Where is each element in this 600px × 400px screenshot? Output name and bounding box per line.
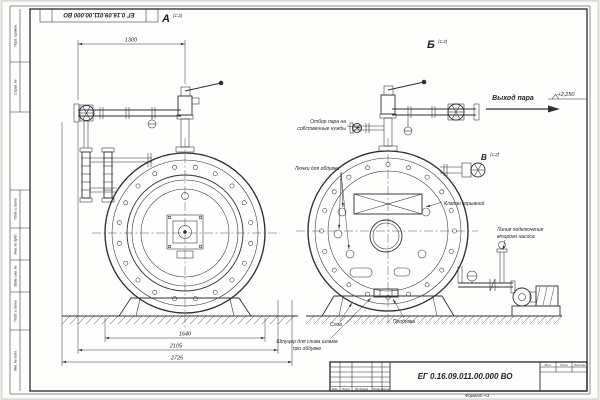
view-b-scale: (1:2) xyxy=(438,39,448,44)
tb-col-izm: Изм. xyxy=(332,387,339,391)
callout-sludge: при обдувке xyxy=(293,346,322,352)
stamp-doc-number-inverted: ЕГ 0.16.09.011.00.000 ВО xyxy=(63,11,134,17)
burner-plate xyxy=(166,214,204,259)
dim-top-span: 1300 xyxy=(125,38,138,44)
rear-bolt-circle xyxy=(319,162,457,300)
tb-col-podp: Подп. xyxy=(373,387,381,391)
tb-col-list: Лист xyxy=(341,387,350,391)
steam-outlet-manifold xyxy=(392,103,480,136)
callout-blowdown: Продувка xyxy=(393,319,415,325)
sight-glass xyxy=(181,192,189,200)
title-block: Изм. Лист № докум. Подп. Дата Лит. Лист … xyxy=(329,361,588,392)
feed-manifold-left xyxy=(73,103,181,148)
top-stamp: ЕГ 0.16.09.011.00.000 ВО xyxy=(39,8,159,23)
margin-label: Инв. № дубл. xyxy=(14,234,18,255)
steam-outlet-arrow xyxy=(548,105,560,113)
tb-lit: Лит. xyxy=(543,363,551,367)
handwheel-icon xyxy=(78,105,95,121)
callout-hatches: Лючки для обдувки xyxy=(294,166,340,172)
tb-list: Лист xyxy=(559,363,568,367)
margin-label: Подп. и дата xyxy=(14,198,18,219)
boiler-rear-view-b xyxy=(296,79,561,326)
explosion-valve-hatch xyxy=(353,193,423,215)
margin-label: Инв. № подл. xyxy=(14,350,18,371)
margin-label: Взам. инв. № xyxy=(14,265,18,286)
handwheel-icon xyxy=(470,162,486,178)
margin-label: Справ. № xyxy=(14,79,18,95)
safety-valve-right xyxy=(378,79,427,152)
view-a-scale: (1:2) xyxy=(173,13,183,18)
blowoff-hatches xyxy=(333,207,431,259)
callout-pump-line: Линия подключения xyxy=(496,227,544,233)
view-a-letter: А xyxy=(161,13,170,25)
dim-shell-dia: 1640 xyxy=(179,332,192,338)
ground xyxy=(61,315,563,325)
vent-valve-right xyxy=(403,118,413,136)
callout-pump-line: второго насоса xyxy=(497,234,535,240)
handwheel-icon xyxy=(447,103,465,121)
tb-col-dokum: № докум. xyxy=(355,387,369,391)
tb-listov: Листов xyxy=(573,363,586,367)
view-v-scale: (1:2) xyxy=(490,152,500,157)
callout-drain: Слив xyxy=(330,322,342,328)
dimensions: 1300 1640 2105 2725 xyxy=(61,38,293,366)
elevation-mark-icon xyxy=(551,94,560,100)
view-b-letter: Б xyxy=(427,39,435,51)
dim-length-mid: 2105 xyxy=(169,344,183,350)
margin-label: Перв. примен. xyxy=(14,24,18,47)
tb-col-data: Дата xyxy=(380,387,389,391)
callout-own-needs: собственные нужды xyxy=(297,126,346,132)
safety-valve-left xyxy=(175,80,224,153)
callout-sludge: Штуцер для слива шлама xyxy=(276,339,338,345)
manhole xyxy=(369,219,403,253)
own-needs-takeoff xyxy=(349,122,384,134)
side-valve-v xyxy=(440,162,486,178)
format-label: Формат А3 xyxy=(465,393,490,398)
boiler-front-view-a xyxy=(73,80,280,330)
water-level-columns xyxy=(79,147,152,203)
pump-connection-riser xyxy=(496,241,508,283)
door-bolt-circle xyxy=(116,164,254,302)
callout-explosion-valve: Клапан взрывной xyxy=(444,200,485,207)
gost-frame: Перв. примен. Справ. № Подп. и дата Инв.… xyxy=(9,5,591,395)
view-labels: А (1:2) Б (1:2) В (1:2) xyxy=(161,13,500,162)
callout-elevation: +2,250 xyxy=(558,92,576,98)
dim-length-total: 2725 xyxy=(170,356,184,362)
callout-steam-outlet: Выход пара xyxy=(492,94,534,102)
callout-own-needs: Отбор пара на xyxy=(310,119,346,125)
valve-icon xyxy=(466,270,478,283)
check-valve-icon xyxy=(489,278,496,292)
callouts: Отбор пара на собственные нужды Лючки дл… xyxy=(276,92,586,352)
view-v-letter: В xyxy=(481,153,487,162)
tb-doc-number: ЕГ 0.16.09.011.00.000 ВО xyxy=(418,372,514,381)
margin-label: Подп. и дата xyxy=(14,300,18,321)
